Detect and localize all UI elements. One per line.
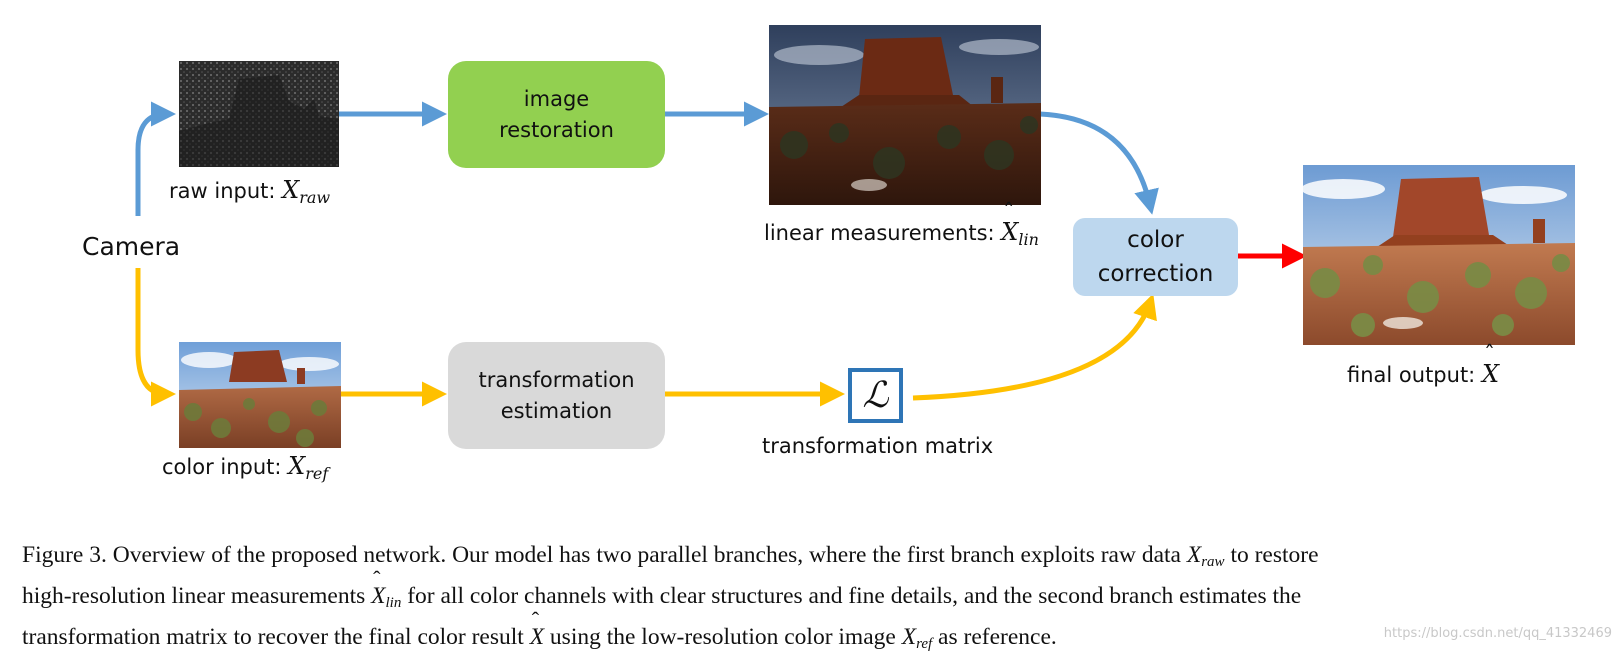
raw-input-symbol: Xraw bbox=[282, 176, 331, 207]
raw-input-image bbox=[179, 61, 339, 167]
watermark: https://blog.csdn.net/qq_41332469 bbox=[1383, 626, 1612, 641]
linear-measurement-label: linear measurements: bbox=[764, 221, 995, 245]
color-input-label-group: color input: Xref bbox=[162, 452, 328, 483]
linear-measurement-image bbox=[769, 25, 1041, 205]
caption-line-1: Figure 3. Overview of the proposed netwo… bbox=[22, 538, 1622, 579]
caption-symbol-lin: Xlin bbox=[371, 562, 401, 611]
linear-measurement-symbol: Xlin bbox=[1001, 201, 1039, 249]
color-input-symbol: Xref bbox=[288, 452, 329, 483]
final-output-image bbox=[1303, 165, 1575, 345]
caption-figure-number: Figure 3. bbox=[22, 542, 107, 568]
caption-line-2: high-resolution linear measurements Xlin… bbox=[22, 562, 1622, 620]
caption-symbol-final: X bbox=[530, 603, 544, 654]
color-correction-box: color correction bbox=[1073, 218, 1238, 296]
figure-caption: Figure 3. Overview of the proposed netwo… bbox=[22, 538, 1622, 661]
caption-text-6: using the low-resolution color image bbox=[544, 624, 902, 650]
raw-input-label-group: raw input: Xraw bbox=[169, 176, 330, 207]
caption-text-3: high-resolution linear measurements bbox=[22, 583, 372, 609]
caption-text-2: to restore bbox=[1224, 542, 1319, 568]
linear-to-correction-arrow bbox=[1039, 111, 1159, 215]
caption-text-4: for all color channels with clear struct… bbox=[401, 583, 1302, 609]
caption-line-3: transformation matrix to recover the fin… bbox=[22, 603, 1622, 661]
caption-text-7: as reference. bbox=[932, 624, 1057, 650]
caption-symbol-raw: Xraw bbox=[1186, 542, 1225, 570]
caption-text-5: transformation matrix to recover the fin… bbox=[22, 624, 530, 650]
final-output-symbol: X bbox=[1482, 343, 1499, 388]
caption-symbol-ref: Xref bbox=[901, 624, 933, 652]
linear-measurement-label-group: linear measurements: Xlin bbox=[764, 201, 1039, 249]
transformation-estimation-box: transformation estimation bbox=[448, 342, 665, 449]
image-restoration-box: image restoration bbox=[448, 61, 665, 168]
camera-to-color-arrow bbox=[135, 268, 176, 407]
final-output-label: final output: bbox=[1347, 363, 1476, 387]
diagram-connectors bbox=[135, 101, 1307, 407]
camera-label: Camera bbox=[82, 232, 181, 261]
transformation-matrix-symbol: ℒ bbox=[862, 374, 889, 416]
transformation-matrix-label: transformation matrix bbox=[762, 434, 994, 458]
color-correction-label: color correction bbox=[1097, 227, 1214, 287]
image-restoration-label: image restoration bbox=[499, 86, 614, 142]
transformation-matrix-box: ℒ bbox=[848, 368, 903, 423]
transformation-estimation-label: transformation estimation bbox=[478, 367, 635, 423]
matrix-to-correction-arrow bbox=[912, 293, 1157, 401]
caption-text-1: Overview of the proposed network. Our mo… bbox=[106, 542, 1187, 568]
camera-to-raw-arrow bbox=[135, 101, 176, 216]
color-input-label: color input: bbox=[162, 455, 282, 479]
final-output-label-group: final output: X bbox=[1347, 343, 1499, 388]
color-input-image bbox=[179, 342, 341, 448]
raw-input-label: raw input: bbox=[169, 179, 276, 203]
